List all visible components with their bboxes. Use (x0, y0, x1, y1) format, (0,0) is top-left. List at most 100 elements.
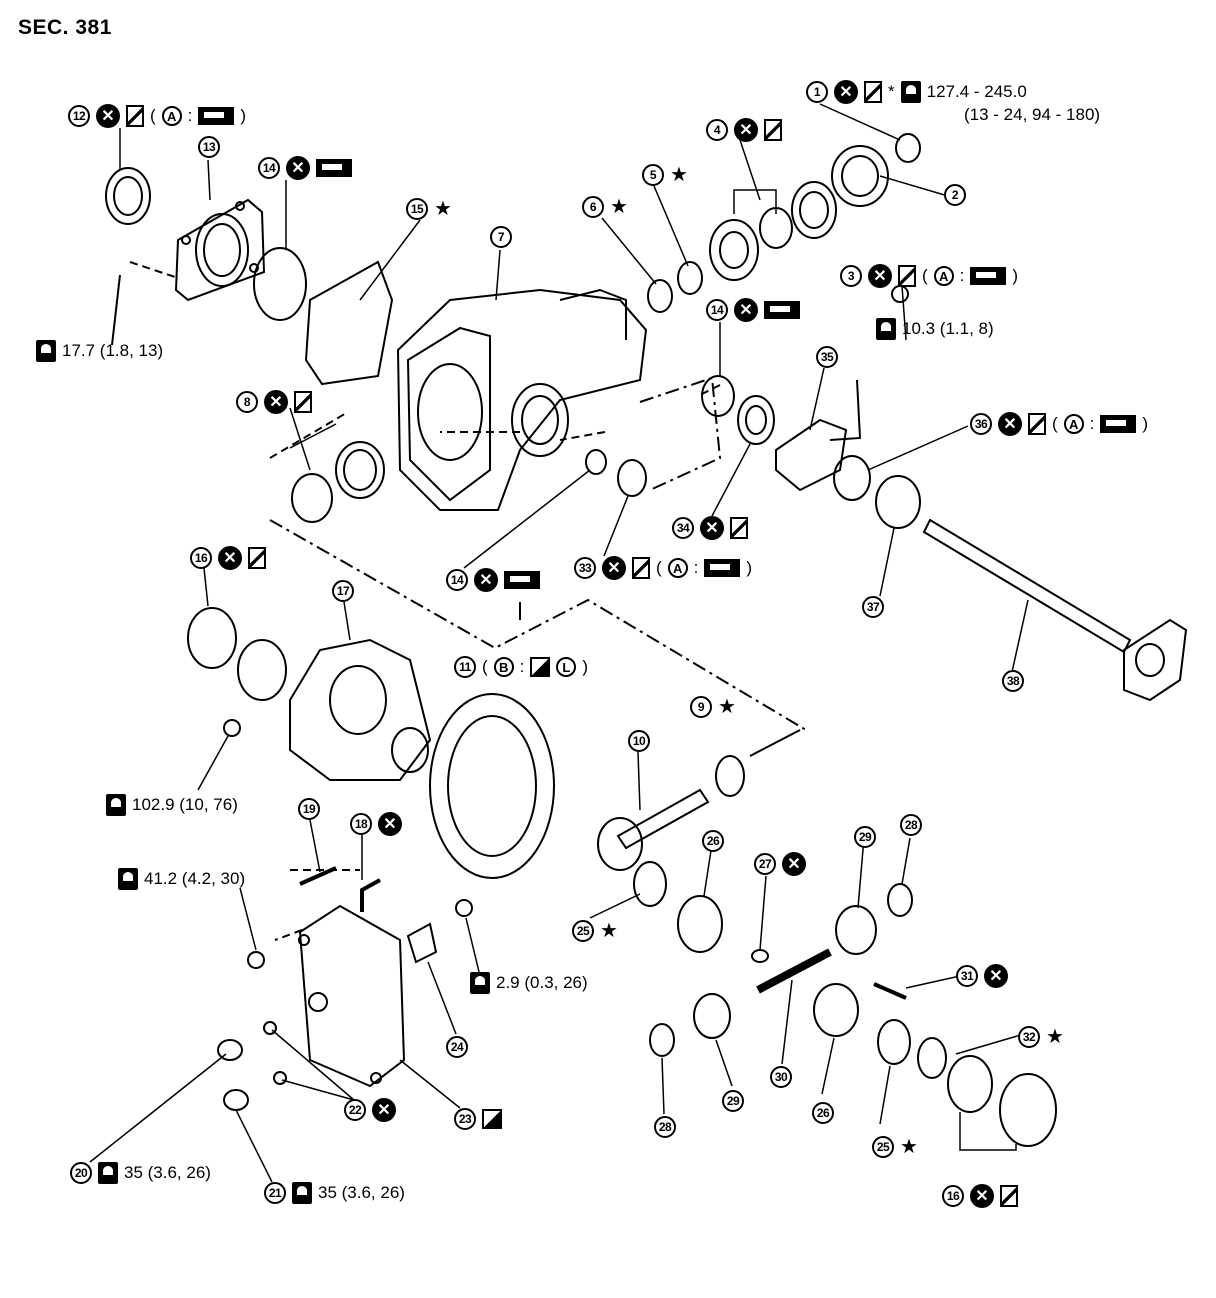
callout-9: 9 ★ (690, 694, 736, 719)
callout-1: 1 ✕ * 127.4 - 245.0 (806, 80, 1027, 104)
colon: : (959, 266, 965, 285)
callout-number: 32 (1018, 1025, 1040, 1048)
thrust-washer-part-28a (887, 883, 913, 917)
plug-part-20 (217, 1039, 243, 1061)
paren-close: ) (240, 106, 247, 125)
callout-number: 25 (872, 1135, 894, 1158)
shim-part-9 (715, 755, 745, 797)
grease-icon (864, 81, 882, 103)
callout-number: 28 (900, 814, 922, 836)
side-gear-part-26b (813, 983, 859, 1037)
callout-20: 20 35 (3.6, 26) (70, 1162, 211, 1184)
bolt-part-35 (891, 285, 909, 303)
torque-value: 10.3 (1.1, 8) (902, 319, 994, 338)
torque-icon (36, 340, 56, 362)
torque-value: 35 (3.6, 26) (318, 1183, 405, 1202)
do-not-reuse-icon: ✕ (264, 390, 288, 414)
oil-icon (198, 107, 235, 125)
callout-number: 33 (574, 557, 596, 579)
grease-icon (126, 105, 144, 127)
bolt-part-17 (223, 719, 241, 737)
shim-part-32 (917, 1037, 947, 1079)
paren-open: ( (656, 558, 662, 577)
pinion-mate-gear-part-29b (693, 993, 731, 1039)
do-not-reuse-icon: ✕ (286, 156, 310, 180)
callout-number: 9 (690, 695, 712, 718)
callout-15: 15 ★ (406, 196, 452, 221)
torque-19: 41.2 (4.2, 30) (118, 868, 245, 890)
locking-sealant-badge: L (556, 657, 577, 677)
sealant-icon (530, 657, 551, 677)
ring-part-37 (875, 475, 921, 529)
callout-17: 17 (332, 580, 354, 602)
oil-icon (1100, 415, 1137, 433)
callout-19: 19 (298, 798, 320, 820)
callout-number: 20 (70, 1162, 92, 1184)
side-bearing-part-16a (187, 607, 287, 701)
callout-number: 3 (840, 265, 862, 287)
oil-icon (316, 159, 352, 177)
grease-icon (248, 547, 266, 569)
torque-35: 10.3 (1.1, 8) (876, 318, 994, 340)
o-ring-part-14b (701, 375, 735, 417)
callout-2: 2 (944, 184, 966, 206)
oil-icon (970, 267, 1007, 285)
torque-value: 41.2 (4.2, 30) (144, 869, 246, 888)
callout-number: 26 (812, 1102, 834, 1124)
ring-gear-part-11 (429, 693, 555, 879)
do-not-reuse-icon: ✕ (700, 516, 724, 540)
letter-badge: B (493, 657, 514, 677)
colon: : (187, 106, 193, 125)
callout-number: 28 (654, 1116, 676, 1138)
paren-open: ( (922, 266, 928, 285)
grease-icon (898, 265, 916, 287)
callout-number: 1 (806, 81, 828, 103)
torque-icon (292, 1182, 312, 1204)
oil-icon (764, 301, 800, 319)
callout-number: 25 (572, 919, 594, 942)
do-not-reuse-icon: ✕ (834, 80, 858, 104)
rear-cover-part-23 (298, 904, 406, 1088)
callout-number: 13 (198, 136, 220, 158)
callout-37: 37 (862, 596, 884, 618)
callout-29b: 29 (722, 1090, 744, 1112)
spacer-part-5 (677, 261, 703, 295)
callout-number: 31 (956, 965, 978, 987)
callout-14b: 14 ✕ (706, 298, 800, 322)
callout-number: 26 (702, 830, 724, 852)
oil-seal-part-12 (105, 167, 151, 225)
callout-number: 21 (264, 1182, 286, 1204)
do-not-reuse-icon: ✕ (378, 812, 402, 836)
letter-badge: A (161, 106, 182, 126)
leader-lines (111, 261, 862, 941)
stud-part-19 (299, 866, 337, 886)
letter-badge: A (667, 558, 688, 578)
plug-part-21 (223, 1089, 249, 1111)
callout-21: 21 35 (3.6, 26) (264, 1182, 405, 1204)
callout-number: 30 (770, 1066, 792, 1088)
callout-leaders (89, 103, 1029, 1183)
grease-icon (1000, 1185, 1018, 1207)
thrust-washer-part-28b (649, 1023, 675, 1057)
breather-part-18 (360, 878, 381, 912)
callout-number: 35 (816, 346, 838, 368)
torque-17: 102.9 (10, 76) (106, 794, 238, 816)
grease-icon (632, 557, 650, 579)
callout-number: 16 (190, 547, 212, 569)
do-not-reuse-icon: ✕ (474, 568, 498, 592)
side-bearing-part-16b (947, 1055, 1057, 1147)
star-mark: ★ (718, 696, 736, 718)
callout-4: 4 ✕ (706, 118, 782, 142)
star-mark: ★ (434, 198, 452, 220)
callout-number: 7 (490, 226, 512, 248)
callout-16a: 16 ✕ (190, 546, 266, 570)
callout-10: 10 (628, 730, 650, 752)
callout-6: 6 ★ (582, 194, 628, 219)
callout-number: 34 (672, 517, 694, 539)
callout-7: 7 (490, 226, 512, 248)
callout-26b: 26 (812, 1102, 834, 1124)
thrust-washer-part-25a (633, 861, 667, 907)
asterisk-mark: * (888, 82, 895, 101)
do-not-reuse-icon: ✕ (998, 412, 1022, 436)
